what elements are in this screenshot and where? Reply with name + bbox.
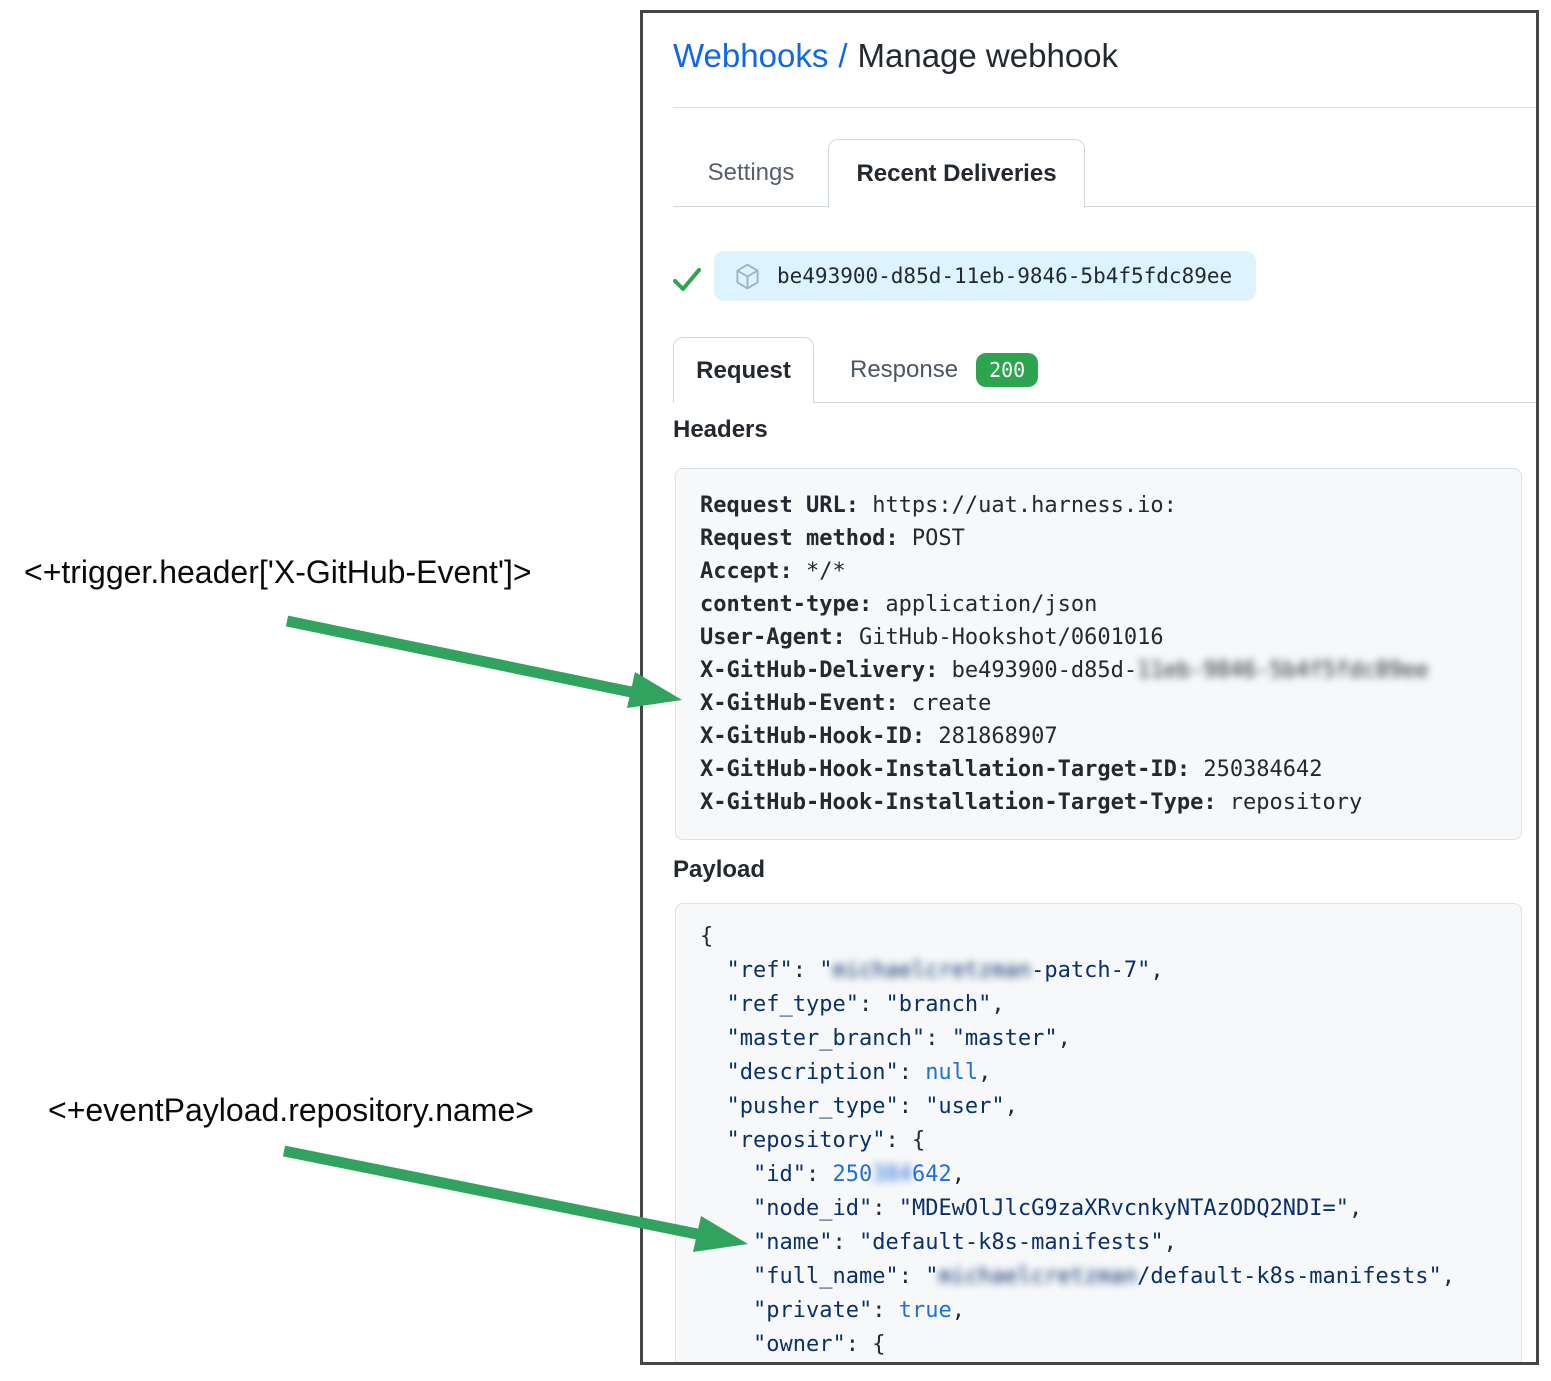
tabbar-divider <box>673 206 1536 207</box>
subtabbar-divider <box>673 402 1536 403</box>
payload-line: "ref_type": "branch", <box>726 992 1005 1017</box>
header-line: Request method: POST <box>700 526 965 551</box>
payload-line: "node_id": "MDEwOlJlcG9zaXRvcnkyNTAzODQ2… <box>752 1196 1363 1221</box>
tab-recent-deliveries-label: Recent Deliveries <box>856 160 1057 187</box>
header-line: X-GitHub-Hook-ID: 281868907 <box>700 724 1058 749</box>
header-line: Accept: */* <box>700 559 846 584</box>
payload-line: "pusher_type": "user", <box>726 1094 1018 1119</box>
headers-section-title: Headers <box>673 416 768 443</box>
payload-line: "description": null, <box>726 1060 992 1085</box>
payload-line: "ref": "michaelcretzman-patch-7", <box>726 958 1164 983</box>
payload-line: "master_branch": "master", <box>726 1026 1071 1051</box>
payload-line: "name": "default-k8s-manifests", <box>752 1230 1177 1255</box>
header-line: X-GitHub-Hook-Installation-Target-Type: … <box>700 790 1363 815</box>
annotation-payload-expression: <+eventPayload.repository.name> <box>48 1092 534 1128</box>
payload-line: "repository": { <box>726 1128 926 1153</box>
payload-code-box: { "ref": "michaelcretzman-patch-7", "ref… <box>675 903 1522 1362</box>
payload-section-title: Payload <box>673 856 766 883</box>
header-line: X-GitHub-Delivery: be493900-d85d-11eb-98… <box>700 658 1429 683</box>
tab-recent-deliveries[interactable]: Recent Deliveries <box>828 139 1085 208</box>
webhooks-breadcrumb-link[interactable]: Webhooks <box>673 37 829 74</box>
page-title-current: Manage webhook <box>857 37 1119 74</box>
header-line: User-Agent: GitHub-Hookshot/0601016 <box>700 625 1164 650</box>
webhook-panel: Webhooks/Manage webhook Settings Recent … <box>640 10 1539 1365</box>
tab-response[interactable]: Response 200 <box>850 337 1039 403</box>
page-title: Webhooks/Manage webhook <box>673 37 1118 75</box>
response-status-badge: 200 <box>976 353 1039 387</box>
arrow-to-github-event-header <box>285 615 682 708</box>
payload-line: { <box>700 924 714 949</box>
headers-code-box: Request URL: https://uat.harness.io: Requ… <box>675 468 1522 840</box>
tab-response-label: Response <box>850 356 959 383</box>
payload-line: "private": true, <box>752 1298 965 1323</box>
header-line: content-type: application/json <box>700 592 1098 617</box>
breadcrumb-separator: / <box>838 37 848 74</box>
delivery-guid: be493900-d85d-11eb-9846-5b4f5fdc89ee <box>777 264 1233 288</box>
package-cube-icon <box>736 263 759 289</box>
payload-line: "full_name": "michaelcretzman/default-k8… <box>752 1264 1456 1289</box>
annotation-trigger-expression: <+trigger.header['X-GitHub-Event']> <box>24 554 532 590</box>
tab-settings-label: Settings <box>707 158 795 186</box>
payload-line: "owner": { <box>752 1332 886 1357</box>
tab-settings[interactable]: Settings <box>673 139 829 206</box>
header-line: X-GitHub-Event: create <box>700 691 992 716</box>
delivery-item[interactable]: be493900-d85d-11eb-9846-5b4f5fdc89ee <box>714 251 1257 301</box>
header-line: X-GitHub-Hook-Installation-Target-ID: 25… <box>700 757 1323 782</box>
check-icon <box>673 268 701 291</box>
title-divider <box>673 107 1536 108</box>
header-line: Request URL: https://uat.harness.io: <box>700 493 1177 518</box>
tab-request[interactable]: Request <box>673 337 814 403</box>
tab-request-label: Request <box>696 356 791 384</box>
payload-line: "id": 250384642, <box>752 1162 965 1187</box>
